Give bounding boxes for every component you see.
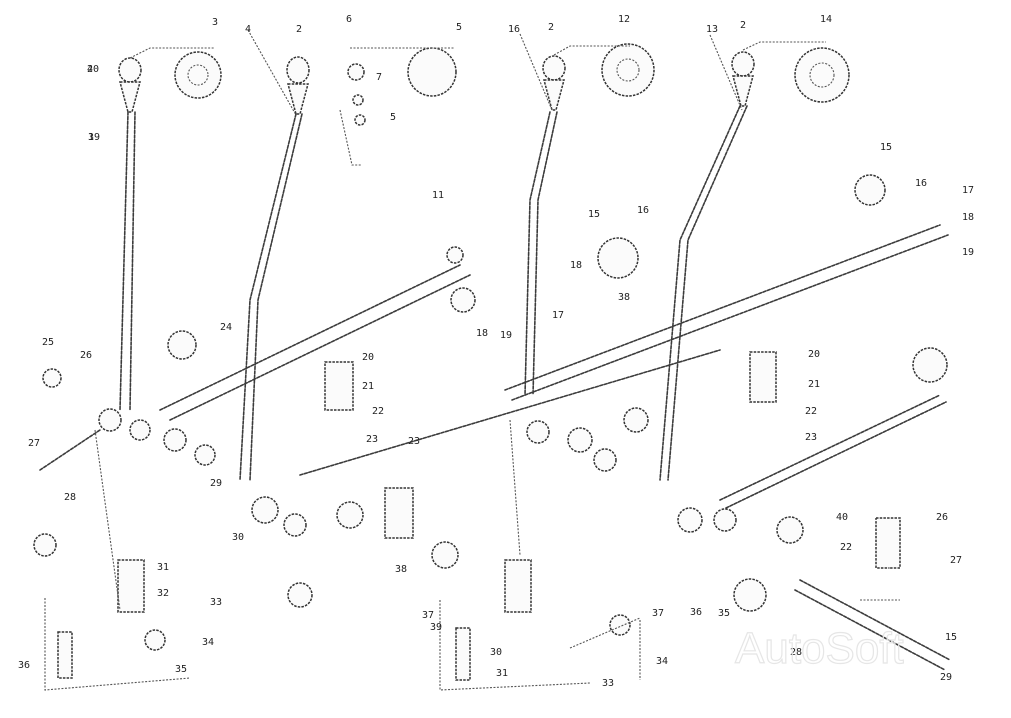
callout-16: 16 [915,178,927,189]
callout-35: 35 [718,608,730,619]
top-reels [118,29,850,166]
callout-22: 22 [372,406,384,417]
callout-26: 26 [80,350,92,361]
callout-32: 32 [157,588,169,599]
callout-2: 2 [548,22,554,33]
callout-11: 11 [432,190,444,201]
callout-5: 5 [456,22,462,33]
callout-4: 4 [245,24,251,35]
callout-39: 39 [430,622,442,633]
callout-16: 16 [508,24,520,35]
callout-19: 19 [962,247,974,258]
callout-23: 23 [805,432,817,443]
reel-3 [407,47,457,97]
bobbin-5 [731,51,755,77]
callout-19: 19 [500,330,512,341]
housings [44,351,901,691]
callout-15: 15 [880,142,892,153]
callout-14: 14 [820,14,832,25]
watermark: AutoSoft [735,624,904,673]
callout-16: 16 [637,205,649,216]
cone-1 [119,81,141,113]
cone-2 [287,83,309,115]
callout-1: 1 [88,132,94,143]
callout-17: 17 [552,310,564,321]
callout-30: 30 [232,532,244,543]
callout-31: 31 [496,668,508,679]
callout-22: 22 [805,406,817,417]
callout-38: 38 [618,292,630,303]
callout-22: 22 [840,542,852,553]
callout-33: 33 [602,678,614,689]
callout-18: 18 [570,260,582,271]
callout-38: 38 [395,564,407,575]
pulleys [33,174,948,651]
reel-5 [794,47,850,103]
callout-3: 3 [212,17,218,28]
callout-18: 18 [476,328,488,339]
callout-21: 21 [362,381,374,392]
callout-23: 23 [366,434,378,445]
callout-15: 15 [588,209,600,220]
callout-2: 2 [740,20,746,31]
callout-23: 23 [408,436,420,447]
callout-20: 20 [362,352,374,363]
callout-25: 25 [42,337,54,348]
callout-40: 40 [836,512,848,523]
callout-40: 40 [87,64,99,75]
conveyor-belts [39,224,951,671]
callout-37: 37 [652,608,664,619]
callout-27: 27 [950,555,962,566]
callout-12: 12 [618,14,630,25]
callout-17: 17 [962,185,974,196]
callout-35: 35 [175,664,187,675]
callout-37: 37 [422,610,434,621]
reel-4 [601,43,655,97]
callout-28: 28 [790,647,802,658]
callout-2: 2 [87,64,93,75]
feed-tubes [119,105,748,481]
callout-13: 13 [706,24,718,35]
callout-39: 39 [88,132,100,143]
bobbin-1 [118,57,142,83]
callout-36: 36 [690,607,702,618]
reel-1 [174,51,222,99]
callout-7: 7 [376,72,382,83]
bobbin-2 [286,56,310,84]
callout-30: 30 [490,647,502,658]
callout-27: 27 [28,438,40,449]
callout-21: 21 [808,379,820,390]
callout-36: 36 [18,660,30,671]
callout-5: 5 [390,112,396,123]
callout-33: 33 [210,597,222,608]
callout-34: 34 [656,656,668,667]
callout-20: 20 [808,349,820,360]
callout-24: 24 [220,322,232,333]
callout-6: 6 [346,14,352,25]
callout-34: 34 [202,637,214,648]
callout-15: 15 [945,632,957,643]
callout-31: 31 [157,562,169,573]
bobbin-4 [542,55,566,81]
callout-28: 28 [64,492,76,503]
callout-2: 2 [296,24,302,35]
callout-26: 26 [936,512,948,523]
callout-29: 29 [210,478,222,489]
callout-18: 18 [962,212,974,223]
callout-29: 29 [940,672,952,683]
